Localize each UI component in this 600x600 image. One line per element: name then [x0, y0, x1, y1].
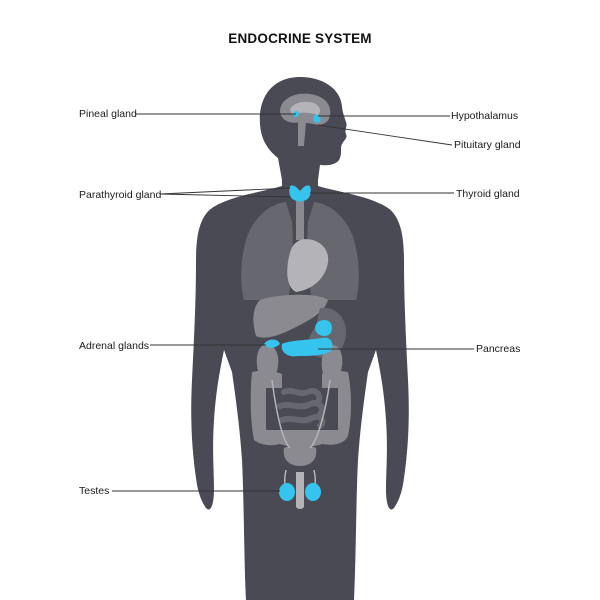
leader-lines [112, 113, 474, 492]
line-parathyroid-a [159, 187, 291, 195]
liver [253, 294, 328, 338]
trachea [296, 190, 304, 240]
label-pineal-gland: Pineal gland [79, 108, 137, 120]
label-pancreas: Pancreas [476, 343, 521, 355]
body-silhouette [191, 77, 409, 600]
hypothalamus-gland [313, 114, 321, 123]
label-parathyroid-gland: Parathyroid gland [79, 189, 162, 201]
label-hypothalamus: Hypothalamus [451, 110, 519, 122]
diagram-title: ENDOCRINE SYSTEM [228, 31, 372, 46]
brainstem [298, 122, 306, 146]
stomach-gland [315, 320, 332, 336]
left-testis [279, 483, 295, 501]
label-testes: Testes [79, 485, 110, 497]
label-thyroid-gland: Thyroid gland [456, 188, 520, 200]
genitals [296, 472, 304, 509]
large-intestine [250, 370, 351, 447]
label-adrenal-glands: Adrenal glands [79, 340, 150, 352]
left-adrenal-gland [264, 339, 280, 348]
bladder [283, 445, 317, 466]
line-pituitary [317, 124, 453, 146]
thyroid-gland [289, 185, 311, 202]
glands [264, 111, 333, 501]
left-lung [241, 202, 293, 300]
line-parathyroid-b [159, 193, 291, 198]
heart [287, 239, 329, 292]
right-testis [305, 483, 321, 501]
pancreas-gland [281, 337, 333, 357]
label-pituitary-gland: Pituitary gland [454, 139, 521, 151]
